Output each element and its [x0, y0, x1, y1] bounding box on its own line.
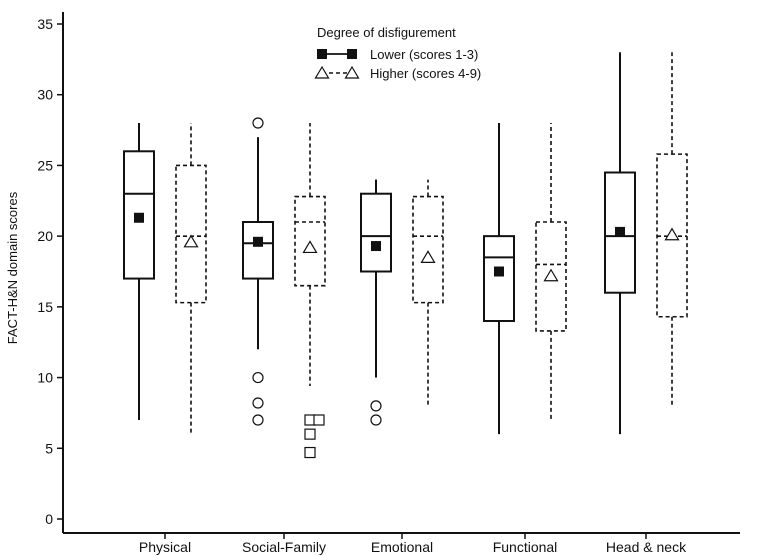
outlier-marker: [252, 397, 264, 409]
mean-marker: [615, 226, 625, 237]
box-0-4: [604, 52, 636, 435]
x-tick-label: Physical: [139, 539, 191, 555]
mean-marker: [183, 234, 199, 248]
y-tick-label: 5: [45, 440, 53, 456]
box-1-0: [175, 123, 207, 435]
box-body: [242, 221, 274, 280]
y-tick-label: 15: [37, 299, 53, 315]
mean-marker: [543, 268, 559, 282]
mean-marker: [371, 241, 381, 252]
mean-marker: [664, 227, 680, 241]
mean-marker: [302, 240, 318, 254]
y-axis-title: FACT-H&N domain scores: [5, 191, 20, 344]
outlier-marker: [304, 446, 316, 459]
x-tick-label: Social-Family: [242, 539, 326, 555]
outlier-marker: [370, 400, 382, 412]
mean-marker: [494, 266, 504, 277]
box-0-0: [123, 123, 155, 420]
box-body: [175, 164, 207, 304]
y-tick-label: 10: [37, 370, 53, 386]
box-1-4: [656, 52, 688, 406]
plot-area: [123, 52, 688, 459]
mean-marker: [134, 212, 144, 223]
x-tick-label: Head & neck: [606, 539, 687, 555]
y-tick-label: 30: [37, 87, 53, 103]
legend-marker: [314, 65, 330, 79]
outlier-marker: [370, 414, 382, 426]
box-1-3: [535, 123, 567, 420]
y-tick-label: 20: [37, 228, 53, 244]
outlier-marker: [304, 428, 316, 440]
mean-marker: [420, 250, 436, 263]
box-body: [483, 235, 515, 322]
x-tick-label: Emotional: [371, 539, 433, 555]
outlier-marker: [313, 414, 325, 426]
legend-label: Higher (scores 4-9): [370, 66, 481, 81]
x-tick-label: Functional: [493, 539, 558, 555]
outlier-marker: [252, 117, 264, 129]
box-0-2: [360, 179, 392, 426]
legend-marker: [344, 65, 360, 79]
box-body: [360, 192, 392, 273]
legend-marker: [317, 49, 327, 59]
box-body: [412, 195, 444, 304]
y-tick-label: 25: [37, 157, 53, 173]
box-0-3: [483, 123, 515, 435]
legend-entry-2: Higher (scores 4-9): [314, 65, 481, 81]
box-1-1: [294, 123, 326, 459]
box-0-1: [242, 117, 274, 426]
legend: Degree of disfigurement Lower (scores 1-…: [314, 25, 481, 81]
legend-marker: [347, 49, 357, 59]
y-tick-label: 35: [37, 16, 53, 32]
y-tick-label: 0: [45, 511, 53, 527]
mean-marker: [253, 236, 263, 247]
outlier-marker: [252, 371, 264, 384]
legend-entry-1: Lower (scores 1-3): [317, 47, 478, 62]
box-1-2: [412, 179, 444, 406]
outlier-marker: [252, 414, 264, 426]
legend-label: Lower (scores 1-3): [370, 47, 478, 62]
legend-title: Degree of disfigurement: [317, 25, 456, 40]
